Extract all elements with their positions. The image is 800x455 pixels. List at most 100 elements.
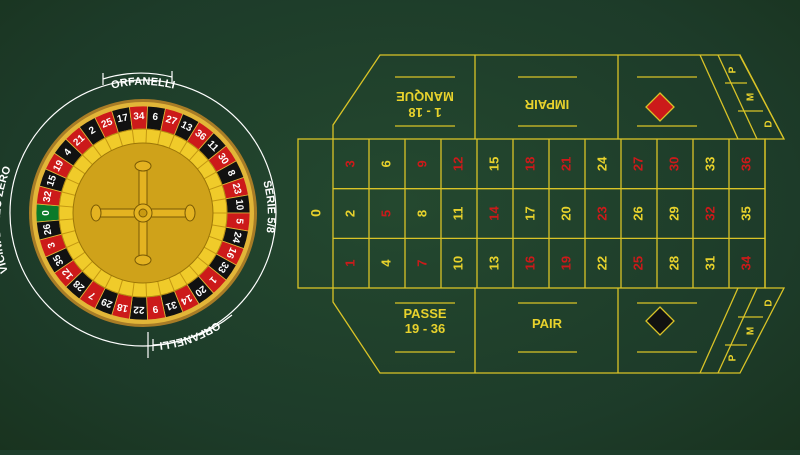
number-cell[interactable]: 30 [666,157,681,171]
number-cell[interactable]: 14 [486,206,501,221]
wheel-ridge [61,191,76,196]
wheel-ridge [117,279,123,294]
number-cell[interactable]: 8 [414,210,429,217]
wheel-pocket-number: 22 [133,304,145,315]
number-cell[interactable]: 25 [630,256,645,270]
dozen-bottom-cell[interactable]: D [764,299,775,306]
wheel-ridge [82,261,93,272]
wheel-ridge [145,129,148,144]
dozen-bottom-cell[interactable]: P [728,354,739,361]
number-cell[interactable]: 4 [378,259,393,267]
passe-range-label[interactable]: 19 - 36 [405,321,445,336]
wheel-ridge [203,171,217,180]
wheel-ridge [197,159,209,170]
wheel-pocket-number: 13 [179,120,194,135]
dozen-bottom-cell[interactable]: M [746,327,757,335]
wheel-pocket-number: 1 [206,274,218,286]
wheel-pocket-number: 15 [45,173,59,188]
number-cell[interactable]: 5 [378,210,393,217]
wheel-pocket-number: 2 [87,125,98,138]
wheel-ridge [157,281,162,296]
wheel-ridge [179,141,188,154]
wheel-pocket-number: 35 [51,252,66,267]
betting-table [297,54,786,374]
wheel-ridge [188,149,199,161]
wheel-turret [90,160,196,266]
number-cell[interactable]: 13 [486,256,501,270]
wheel-ridges [59,129,227,297]
number-cell[interactable]: 31 [702,256,717,270]
wheel-ridge [188,265,199,277]
pair-label[interactable]: PAIR [532,316,563,331]
number-cell[interactable]: 19 [558,256,573,270]
number-cell[interactable]: 20 [558,206,573,220]
number-cell[interactable]: 23 [594,206,609,220]
dozen-top-cell[interactable]: D [764,120,775,127]
wheel-pocket-number: 3 [46,240,58,249]
number-cell[interactable]: 7 [414,260,429,267]
wheel-pocket-number: 23 [230,182,244,196]
wheel-pocket-number: 27 [164,114,178,128]
number-cell[interactable]: 22 [594,256,609,270]
wheel-pocket-number: 10 [233,199,245,211]
number-cell[interactable]: 21 [558,157,573,171]
wheel-ridge [131,129,135,144]
wheel-ridge [61,230,76,235]
wheel-pocket-number: 31 [164,298,178,312]
number-cell[interactable]: 12 [450,157,465,171]
wheel-pocket-number: 9 [151,303,158,315]
wheel-ridge [73,251,86,261]
number-cell[interactable]: 11 [450,207,465,221]
bottom-chance-frame [332,287,786,374]
number-cell[interactable]: 34 [738,255,753,270]
wheel-ridge [197,256,209,267]
number-cell[interactable]: 26 [630,206,645,220]
manque-label[interactable]: MANQUE [396,89,454,104]
dozen-top: P M D [728,66,775,127]
wheel-pocket-number: 5 [233,218,244,225]
number-cell[interactable]: 6 [378,160,393,167]
dozen-top-cell[interactable]: M [746,93,757,101]
number-cell[interactable]: 9 [414,160,429,167]
number-cell[interactable]: 33 [702,157,717,171]
number-cell[interactable]: 27 [630,157,645,171]
number-cell[interactable]: 36 [738,157,753,171]
number-cell[interactable]: 2 [342,210,357,217]
number-cell[interactable]: 17 [522,206,537,220]
wheel-outer-ring [9,79,277,347]
wheel-pocket-number: 14 [179,292,194,307]
zero-cell[interactable]: 0 [308,209,324,217]
dozen-top-cell[interactable]: P [728,66,739,73]
black-diamond[interactable] [645,306,675,336]
number-cell[interactable]: 28 [666,256,681,270]
passe-label[interactable]: PASSE [403,306,446,321]
number-cell[interactable]: 3 [342,160,357,167]
number-cell[interactable]: 24 [594,156,609,171]
number-cell[interactable]: 29 [666,206,681,220]
orfanelli-top-label: ORFANELLI [110,76,176,92]
serie-label: SERIE 5/8 [260,179,276,233]
wheel-pocket-number: 29 [99,295,114,310]
manque-range-label[interactable]: 1 - 18 [408,105,441,120]
wheel-pocket-number: 18 [116,301,130,314]
number-cell[interactable]: 32 [702,206,717,220]
number-cell[interactable]: 1 [342,260,357,267]
number-cell[interactable]: 10 [450,256,465,270]
vicini-label: VICINI DELLO ZERO [0,164,14,275]
wheel-ridge [211,198,226,202]
wheel-ridge [131,282,135,297]
wheel-ridge [203,246,217,255]
outside-bets: 1 - 18 MANQUE IMPAIR PASSE 19 - 36 PAIR … [308,89,570,336]
number-cell[interactable]: 16 [522,256,537,270]
wheel-pocket-number: 34 [133,111,145,122]
dozen-bottom: D M P [728,299,775,361]
number-cell[interactable]: 35 [738,206,753,220]
red-diamond[interactable] [645,92,675,122]
number-cell[interactable]: 18 [522,157,537,171]
wheel-ridge [104,275,112,289]
impair-label[interactable]: IMPAIR [524,97,569,112]
number-cell[interactable]: 15 [486,157,501,171]
wheel-ridge [208,184,223,191]
